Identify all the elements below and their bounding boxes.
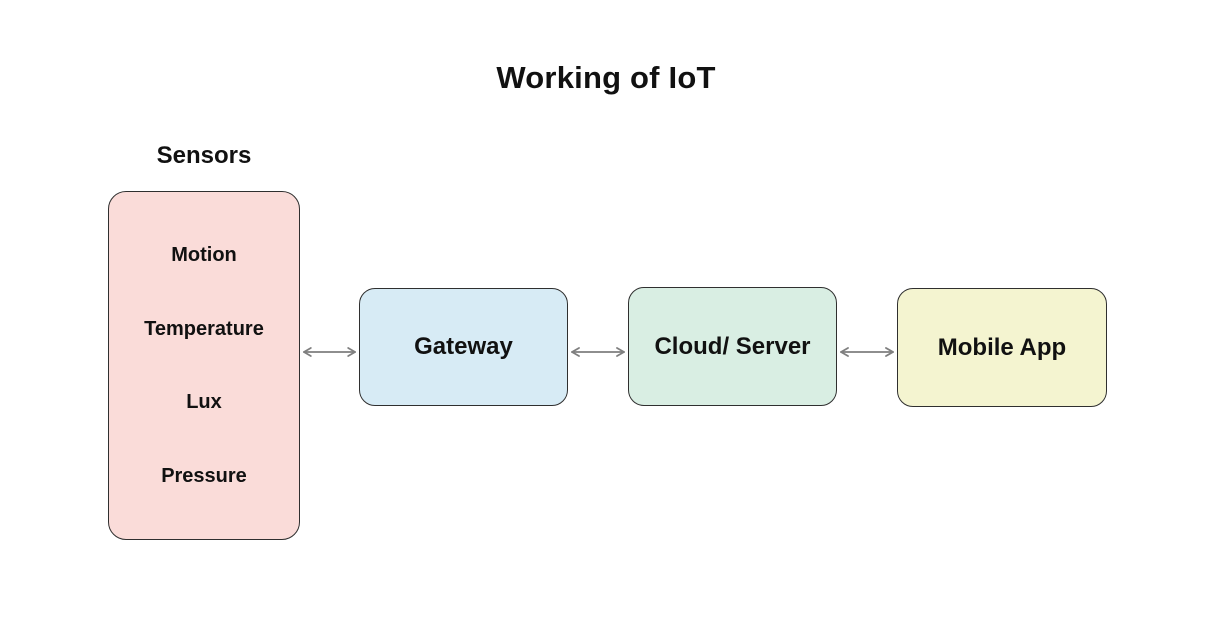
sensors-node: Motion Temperature Lux Pressure [108, 191, 300, 540]
sensor-item-temperature: Temperature [144, 317, 264, 340]
bidirectional-arrow-gateway-cloud [568, 345, 628, 359]
cloud-server-node: Cloud/ Server [628, 287, 837, 406]
cloud-server-node-label: Cloud/ Server [654, 332, 811, 360]
double-arrow-icon [303, 347, 356, 357]
sensor-item-motion: Motion [171, 244, 237, 267]
gateway-node: Gateway [359, 288, 568, 406]
bidirectional-arrow-sensors-gateway [300, 345, 359, 359]
double-arrow-icon [571, 347, 625, 357]
double-arrow-icon [840, 347, 894, 357]
gateway-node-label: Gateway [414, 333, 513, 360]
mobile-app-node-label: Mobile App [937, 333, 1067, 361]
bidirectional-arrow-cloud-mobile [837, 345, 897, 359]
diagram-title: Working of IoT [496, 60, 716, 95]
sensor-item-pressure: Pressure [161, 464, 247, 487]
mobile-app-node: Mobile App [897, 288, 1107, 407]
sensor-item-lux: Lux [186, 391, 222, 414]
sensors-group-label: Sensors [156, 142, 252, 169]
